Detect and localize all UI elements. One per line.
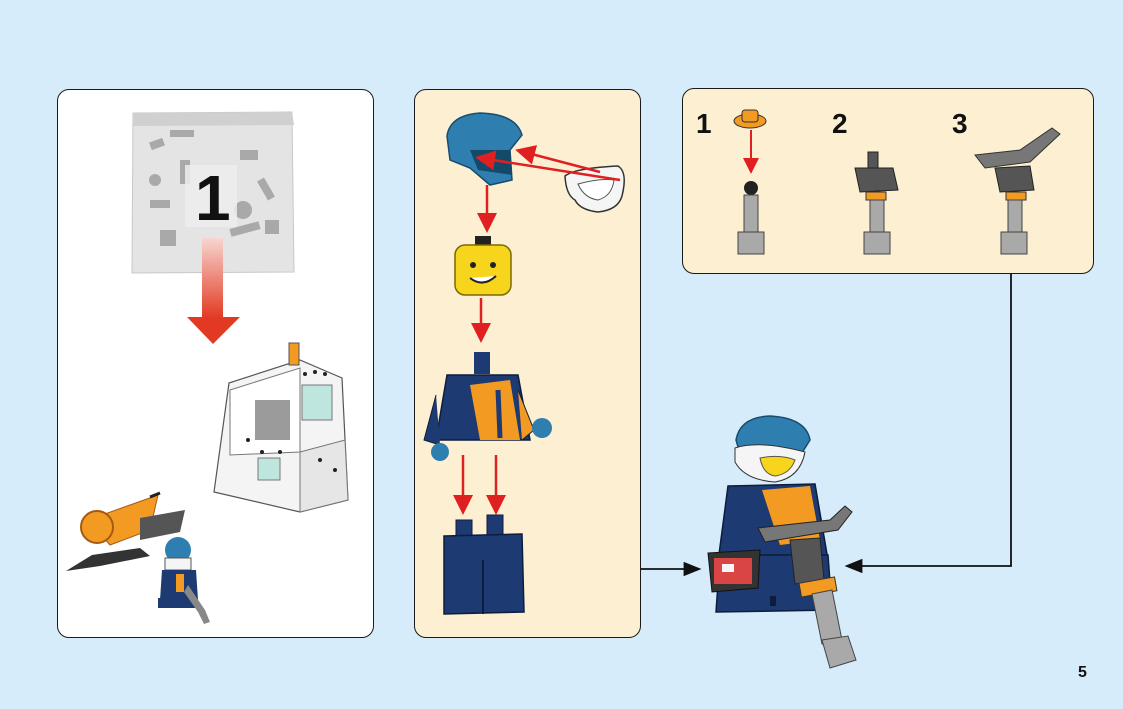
page-number: 5 <box>1078 664 1087 682</box>
substep-3-parts <box>975 128 1060 254</box>
substep-2-parts <box>855 152 898 254</box>
hut-model-icon <box>214 343 348 512</box>
minifig-head-icon <box>455 236 511 295</box>
bag-number: 1 <box>195 162 229 234</box>
small-minifigure-icon <box>158 537 210 624</box>
minifig-torso-icon <box>424 352 552 461</box>
helmet-icon <box>447 113 522 185</box>
substep-1-parts <box>734 110 766 254</box>
tablet-icon <box>708 550 760 592</box>
substep-1-number: 1 <box>696 108 712 140</box>
substep-2-number: 2 <box>832 108 848 140</box>
minifig-legs-icon <box>444 515 524 614</box>
substep-3-number: 3 <box>952 108 968 140</box>
